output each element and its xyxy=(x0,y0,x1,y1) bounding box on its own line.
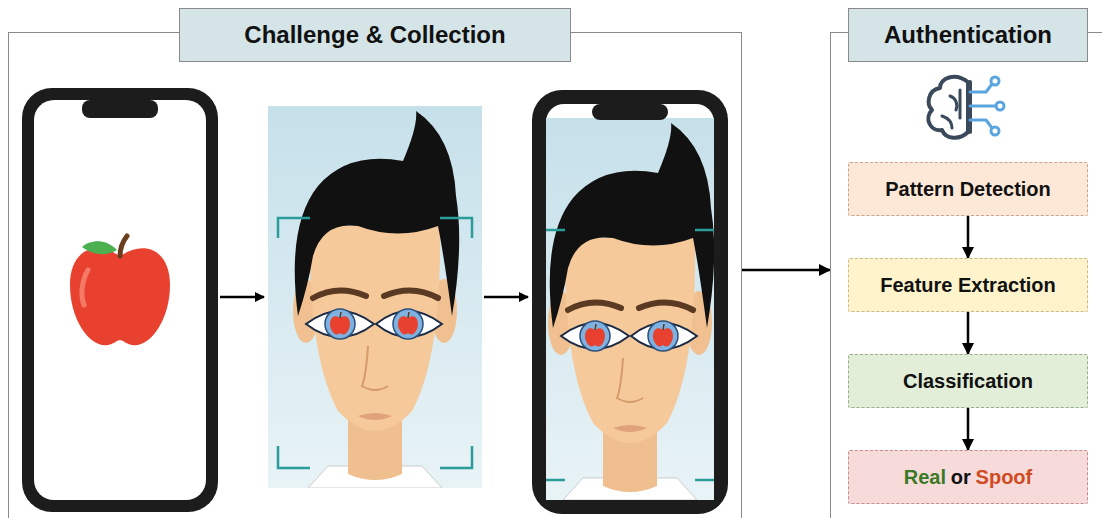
box-label: Spoof xyxy=(976,466,1033,489)
process-box: Feature Extraction xyxy=(848,258,1088,312)
process-box: Classification xyxy=(848,354,1088,408)
box-label: Pattern Detection xyxy=(885,178,1051,201)
box-label: Feature Extraction xyxy=(880,274,1056,297)
box-label: Real xyxy=(904,466,946,489)
phone-challenge xyxy=(22,88,218,512)
box-label: or xyxy=(951,466,971,489)
box-label: Classification xyxy=(903,370,1033,393)
panel-challenge: Challenge & Collection xyxy=(8,32,742,518)
flow-arrow xyxy=(484,296,528,299)
panel-authentication: AuthenticationPattern DetectionFeature E… xyxy=(830,32,1102,518)
flow-arrow xyxy=(967,216,970,258)
flow-arrow xyxy=(967,408,970,450)
flow-arrow xyxy=(220,296,264,299)
panel-header: Challenge & Collection xyxy=(179,8,571,62)
brain-icon xyxy=(928,77,1004,138)
panel-title: Authentication xyxy=(884,21,1052,49)
phone-capture xyxy=(523,90,737,514)
process-box: Pattern Detection xyxy=(848,162,1088,216)
flow-arrow xyxy=(967,312,970,354)
panel-title: Challenge & Collection xyxy=(244,21,505,49)
apple-icon xyxy=(70,236,170,345)
face-scan xyxy=(268,106,482,488)
flow-arrow xyxy=(742,269,830,272)
result-box: RealorSpoof xyxy=(848,450,1088,504)
panel-header: Authentication xyxy=(848,8,1088,62)
